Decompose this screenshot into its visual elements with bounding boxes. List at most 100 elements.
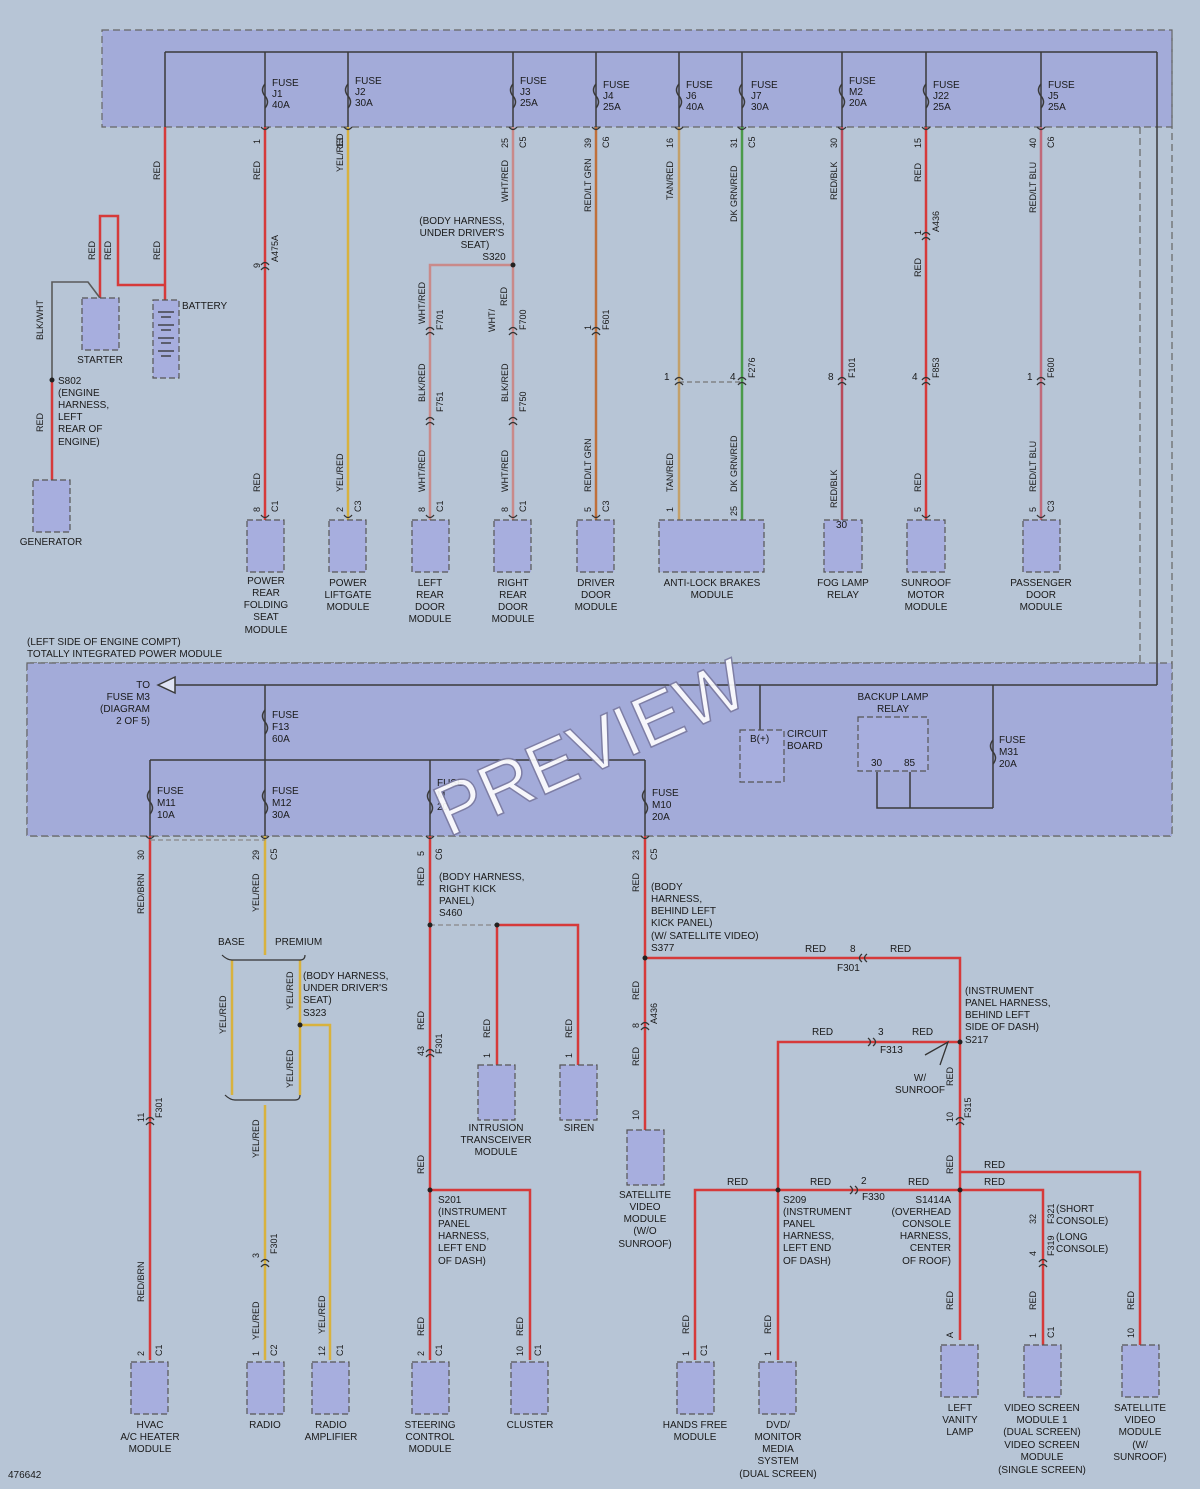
svg-text:F751: F751 bbox=[435, 391, 445, 412]
svg-text:A436: A436 bbox=[931, 211, 941, 232]
fog-lamp-relay bbox=[823, 519, 863, 573]
svg-text:RED/LT GRN: RED/LT GRN bbox=[583, 158, 593, 212]
svg-text:F276: F276 bbox=[747, 357, 757, 378]
svg-text:HARNESS,: HARNESS, bbox=[900, 1231, 951, 1242]
dvd-monitor-media-system bbox=[758, 1361, 797, 1415]
svg-text:YEL/RED: YEL/RED bbox=[218, 995, 228, 1034]
lower-pin-labels: 30 29 C5 5 C6 23 C5 11 F301 3 F301 43 F3… bbox=[136, 848, 1136, 1356]
svg-text:F101: F101 bbox=[847, 357, 857, 378]
svg-text:MODULE: MODULE bbox=[129, 1444, 172, 1455]
svg-text:RED: RED bbox=[812, 1027, 833, 1038]
svg-text:2: 2 bbox=[136, 1351, 146, 1356]
svg-text:C2: C2 bbox=[269, 1344, 279, 1356]
svg-text:RED: RED bbox=[810, 1177, 831, 1188]
svg-text:CONSOLE: CONSOLE bbox=[902, 1219, 951, 1230]
middle-components bbox=[477, 1064, 665, 1186]
svg-text:FUSE: FUSE bbox=[157, 786, 184, 797]
svg-text:FUSE: FUSE bbox=[849, 76, 876, 87]
svg-text:1: 1 bbox=[482, 1053, 492, 1058]
svg-text:YEL/RED: YEL/RED bbox=[285, 971, 295, 1010]
svg-text:CONSOLE): CONSOLE) bbox=[1056, 1244, 1108, 1255]
svg-text:32: 32 bbox=[1028, 1214, 1038, 1224]
premium-label: PREMIUM bbox=[275, 937, 322, 948]
battery-starter-generator: BATTERY STARTER GENERATOR S802 (ENGINE H… bbox=[20, 297, 228, 548]
svg-text:HVAC: HVAC bbox=[136, 1420, 163, 1431]
svg-text:C1: C1 bbox=[335, 1344, 345, 1356]
svg-text:F750: F750 bbox=[518, 391, 528, 412]
svg-text:TAN/RED: TAN/RED bbox=[665, 161, 675, 200]
svg-text:(W/: (W/ bbox=[1132, 1440, 1148, 1451]
svg-text:RED: RED bbox=[681, 1314, 691, 1334]
svg-text:4: 4 bbox=[912, 372, 918, 383]
svg-text:F319: F319 bbox=[1046, 1235, 1056, 1256]
wire-amplifier bbox=[298, 960, 332, 1360]
lower-dots bbox=[297, 922, 963, 1193]
svg-text:J6: J6 bbox=[686, 91, 697, 102]
svg-text:2: 2 bbox=[861, 1176, 867, 1187]
svg-text:30A: 30A bbox=[751, 102, 769, 113]
upper-fuse-symbols bbox=[261, 83, 1045, 109]
svg-text:4: 4 bbox=[730, 372, 736, 383]
svg-text:FUSE: FUSE bbox=[652, 788, 679, 799]
svg-text:RED: RED bbox=[913, 472, 923, 492]
svg-text:RED: RED bbox=[945, 1290, 955, 1310]
svg-text:WHT/RED: WHT/RED bbox=[417, 450, 427, 492]
svg-text:RED: RED bbox=[913, 162, 923, 182]
svg-text:2: 2 bbox=[416, 1351, 426, 1356]
label-siren: SIREN bbox=[564, 1123, 595, 1134]
svg-text:LEFT END: LEFT END bbox=[438, 1243, 486, 1254]
svg-text:CENTER: CENTER bbox=[910, 1243, 951, 1254]
svg-text:UNDER DRIVER'S: UNDER DRIVER'S bbox=[303, 983, 388, 994]
svg-text:10: 10 bbox=[945, 1112, 955, 1122]
s320-label: (BODY HARNESS, UNDER DRIVER'S SEAT) S320 bbox=[419, 216, 506, 263]
svg-text:FOG LAMP: FOG LAMP bbox=[817, 578, 869, 589]
svg-text:J2: J2 bbox=[355, 87, 366, 98]
svg-text:C3: C3 bbox=[353, 500, 363, 512]
svg-text:DOOR: DOOR bbox=[498, 602, 528, 613]
svg-text:F853: F853 bbox=[931, 357, 941, 378]
svg-text:(DIAGRAM: (DIAGRAM bbox=[100, 704, 150, 715]
svg-text:9: 9 bbox=[252, 263, 262, 268]
upper-fuse-panel bbox=[101, 29, 1173, 128]
left-rear-door-module bbox=[411, 519, 450, 573]
svg-text:INTRUSION: INTRUSION bbox=[469, 1123, 524, 1134]
svg-text:HARNESS,: HARNESS, bbox=[58, 400, 109, 411]
svg-text:RED: RED bbox=[805, 944, 826, 955]
svg-text:85: 85 bbox=[904, 758, 916, 769]
svg-text:C5: C5 bbox=[747, 136, 757, 148]
svg-text:3: 3 bbox=[878, 1027, 884, 1038]
svg-text:8: 8 bbox=[417, 507, 427, 512]
svg-text:MONITOR: MONITOR bbox=[754, 1432, 801, 1443]
svg-text:RED: RED bbox=[631, 872, 641, 892]
svg-text:RED: RED bbox=[252, 160, 262, 180]
svg-text:F701: F701 bbox=[435, 309, 445, 330]
svg-text:S802: S802 bbox=[58, 376, 82, 387]
svg-text:3: 3 bbox=[251, 1253, 261, 1258]
svg-text:DOOR: DOOR bbox=[415, 602, 445, 613]
svg-text:FUSE: FUSE bbox=[751, 80, 778, 91]
svg-text:25: 25 bbox=[500, 138, 510, 148]
svg-text:M12: M12 bbox=[272, 798, 292, 809]
svg-text:8: 8 bbox=[631, 1023, 641, 1028]
wire-video-screen bbox=[960, 1188, 1045, 1345]
svg-text:FUSE: FUSE bbox=[272, 786, 299, 797]
lower-wires bbox=[148, 836, 1142, 1360]
s320-dot bbox=[510, 262, 516, 268]
svg-text:RED: RED bbox=[87, 240, 97, 260]
svg-text:5: 5 bbox=[913, 507, 923, 512]
svg-text:BEHIND LEFT: BEHIND LEFT bbox=[965, 1010, 1030, 1021]
svg-text:RED: RED bbox=[908, 1177, 929, 1188]
svg-text:OF DASH): OF DASH) bbox=[783, 1256, 831, 1267]
svg-text:23: 23 bbox=[631, 850, 641, 860]
